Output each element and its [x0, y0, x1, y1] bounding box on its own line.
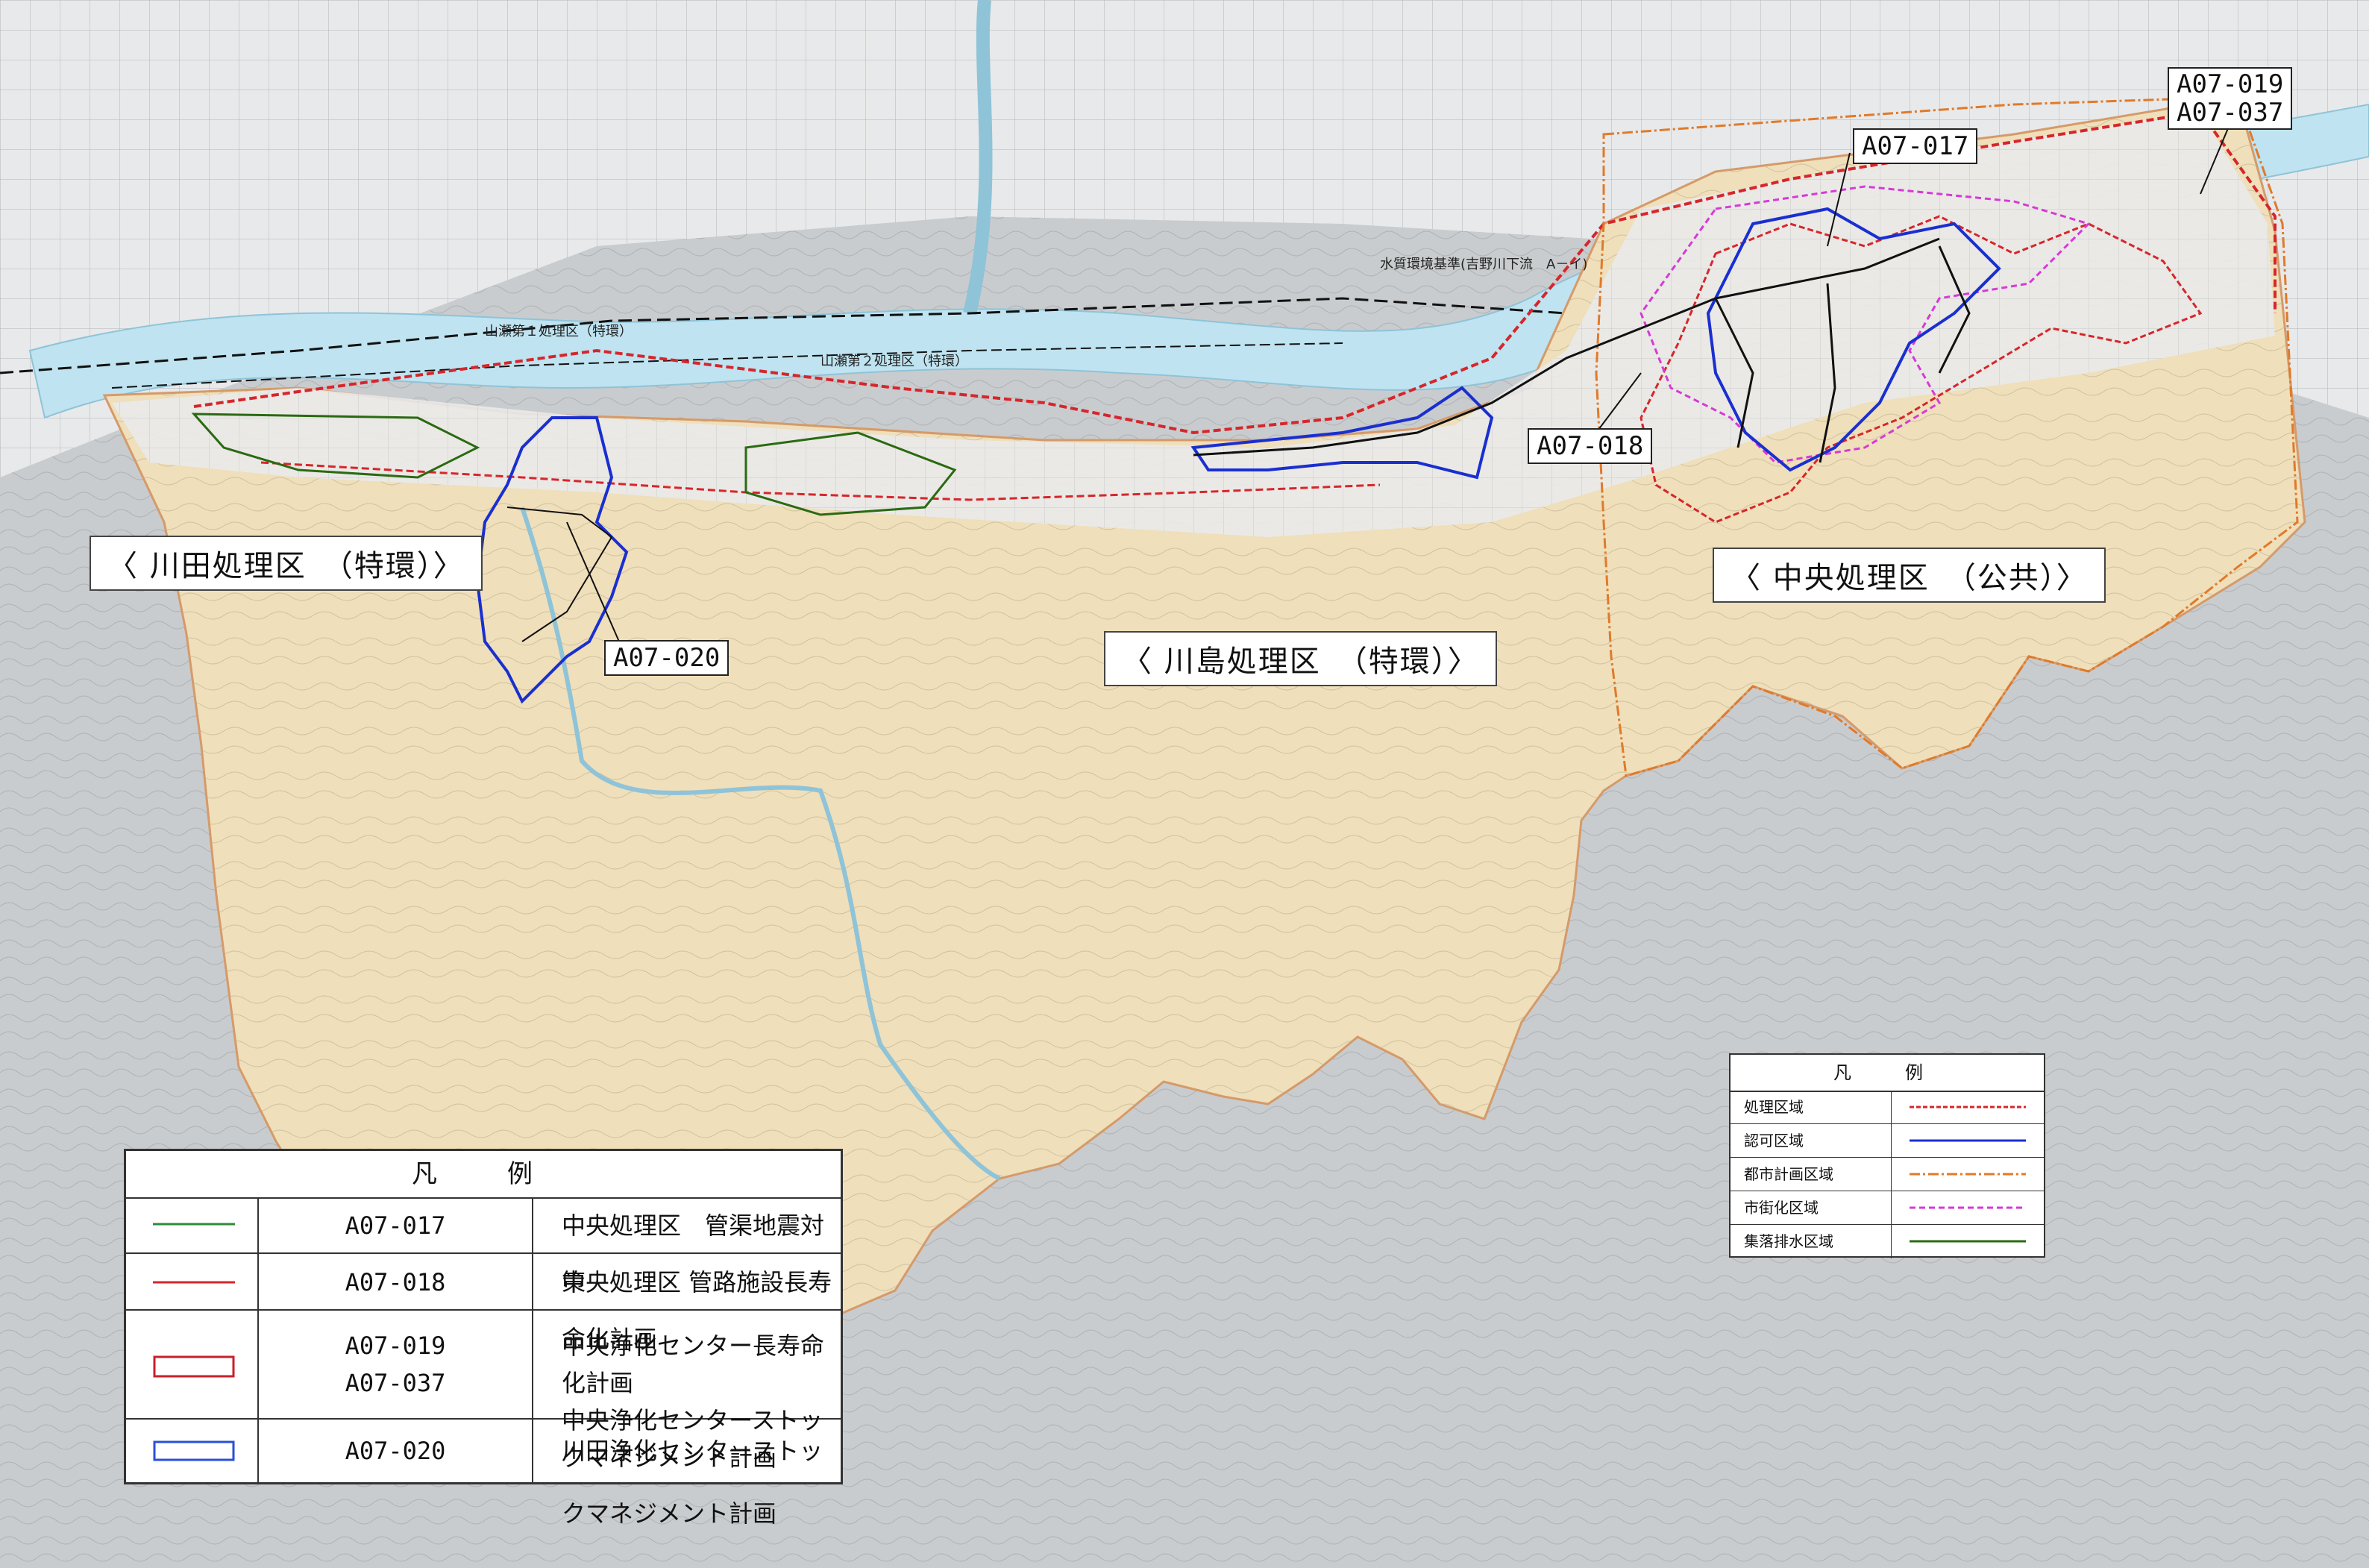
northern-plain-grid [0, 0, 2369, 477]
legend-small-row: 集落排水区域 [1731, 1225, 2044, 1258]
legend-code: A07-020 [259, 1420, 533, 1482]
chuo-red-complex [1640, 215, 2203, 524]
legend-small-label: 都市計画区域 [1731, 1158, 1892, 1191]
boundary-north2 [111, 342, 1343, 389]
legend-row: A07-018 中央処理区 管路施設長寿命化計画 [126, 1254, 841, 1353]
legend-desc-line: 中央浄化センター長寿命化計画 [562, 1332, 825, 1397]
legend-row: A07-020 川田浄化センターストックマネジメント計画 [126, 1420, 841, 1528]
boundary-north [0, 297, 1567, 374]
callout-a07-037: A07-037 [2177, 98, 2284, 128]
legend-code-line: A07-037 [345, 1369, 446, 1397]
legend-small: 凡 例 処理区域 認可区域 都市計画区域 市街化区域 集落排水区域 [1729, 1053, 2045, 1258]
legend-small-label: 集落排水区域 [1731, 1225, 1892, 1258]
region-label-chuo: 〈 中央処理区 （公共）〉 [1713, 548, 2106, 603]
legend-main: 凡 例 A07-017 中央処理区 管渠地震対策 A07-018 中央処理区 管… [124, 1149, 843, 1528]
leader-a07-020 [566, 521, 620, 642]
legend-symbol-red-line [126, 1254, 259, 1309]
rural-drainage-1 [191, 413, 480, 479]
urbanization-area [1640, 185, 2091, 464]
callout-a07-020[interactable]: A07-020 [604, 640, 729, 676]
callout-a07-017[interactable]: A07-017 [1853, 128, 1978, 164]
pipe-kawata [506, 507, 613, 642]
legend-code: A07-018 [259, 1254, 533, 1309]
legend-small-label: 市街化区域 [1731, 1191, 1892, 1224]
legend-desc: 川田浄化センターストックマネジメント計画 [562, 1437, 823, 1528]
region-label-kawashima: 〈 川島処理区 （特環）〉 [1104, 631, 1497, 686]
legend-small-symbol [1892, 1091, 2044, 1123]
legend-desc: 中央浄化センター長寿命化計画 中央浄化センターストックマネジメント計画 [533, 1311, 841, 1472]
legend-desc-line: 中央浄化センターストックマネジメント計画 [562, 1406, 823, 1472]
label-yamase2: 山瀬第２処理区（特環） [820, 354, 968, 369]
rural-drainage-2 [744, 431, 957, 516]
legend-small-row: 処理区域 [1731, 1091, 2044, 1124]
leader-a07-018 [1595, 372, 1642, 433]
valley-river [520, 507, 1001, 1181]
label-yamase1: 山瀬第１処理区（特環） [485, 324, 633, 339]
legend-symbol-blue-box [126, 1420, 259, 1482]
legend-small-symbol [1892, 1124, 2044, 1157]
legend-small-row: 都市計画区域 [1731, 1158, 2044, 1191]
region-label-kawata: 〈 川田処理区 （特環）〉 [90, 536, 483, 591]
legend-main-title: 凡 例 [126, 1151, 841, 1199]
legend-code: A07-019 A07-037 [259, 1311, 533, 1418]
legend-small-title: 凡 例 [1731, 1055, 2044, 1092]
legend-small-symbol [1892, 1158, 2044, 1191]
city-planning-area [1595, 95, 2299, 777]
legend-small-row: 認可区域 [1731, 1124, 2044, 1158]
legend-small-label: 処理区域 [1731, 1091, 1892, 1123]
legend-small-symbol [1892, 1225, 2044, 1258]
urban-strip-grid [112, 112, 2275, 537]
leader-a07-019 [2200, 122, 2231, 195]
legend-symbol-green-line [126, 1197, 259, 1252]
legend-code-line: A07-019 [345, 1332, 446, 1360]
legend-small-row: 市街化区域 [1731, 1191, 2044, 1225]
tributary [963, 0, 993, 316]
legend-desc: 中央処理区 管路施設長寿命化計画 [562, 1268, 832, 1353]
legend-code: A07-017 [259, 1197, 533, 1252]
callout-a07-018[interactable]: A07-018 [1528, 428, 1653, 464]
legend-row: A07-019 A07-037 中央浄化センター長寿命化計画 中央浄化センタース… [126, 1311, 841, 1472]
legend-row: A07-017 中央処理区 管渠地震対策 [126, 1197, 841, 1296]
legend-symbol-red-box [126, 1311, 259, 1418]
legend-small-label: 認可区域 [1731, 1124, 1892, 1157]
pipe-network [1193, 237, 1971, 463]
leader-a07-017 [1827, 152, 1851, 247]
approved-area-kawashima [1190, 386, 1494, 480]
legend-desc: 中央処理区 管渠地震対策 [562, 1211, 825, 1296]
processing-boundary-south [260, 461, 1381, 501]
legend-small-symbol [1892, 1191, 2044, 1224]
approved-area-kawata [475, 416, 629, 704]
callout-a07-019: A07-019 [2177, 69, 2284, 99]
approved-area-chuo [1706, 207, 2001, 472]
label-water-standard: 水質環境基準(吉野川下流 A－イ) [1380, 257, 1588, 272]
callout-a07-019-037[interactable]: A07-019 A07-037 [2168, 67, 2293, 130]
